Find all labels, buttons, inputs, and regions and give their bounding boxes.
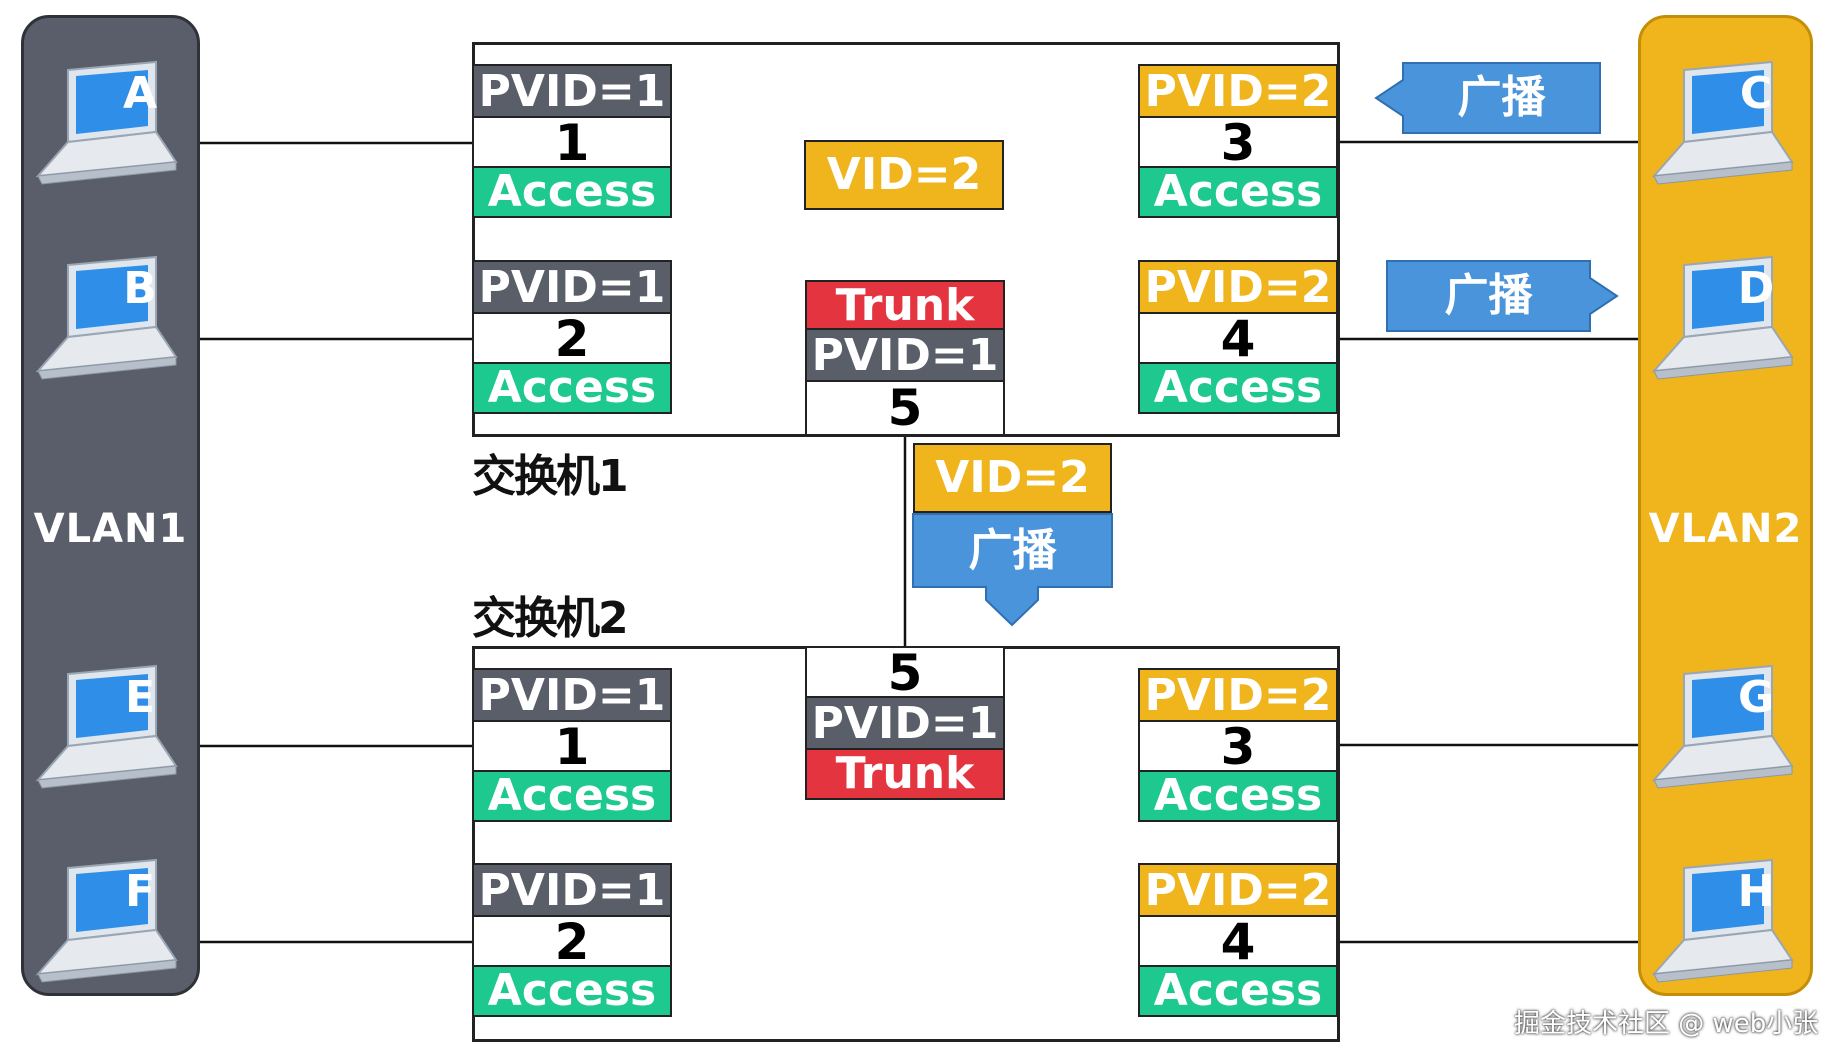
port-number: 5 [807,382,1003,434]
vlan1-label: VLAN1 [33,506,188,552]
laptop-icon [1651,255,1794,380]
broadcast-arrow-down [912,513,1113,627]
host-b: B [35,253,186,383]
switch1-port1: PVID=1 1 Access [472,64,672,218]
vlan2-label: VLAN2 [1648,506,1803,552]
port-mode: Access [1140,772,1336,820]
switch1-port2: PVID=1 2 Access [472,260,672,414]
port-number: 4 [1140,314,1336,364]
broadcast-label-sw1: 广播 [859,76,947,127]
port-mode: Access [1140,168,1336,216]
host-c: C [1651,58,1802,188]
host-label: C [1739,68,1773,119]
broadcast-arrow-from-c [1374,62,1601,134]
vid-tag-sw1: VID=2 [804,140,1004,210]
laptop-icon [35,60,178,185]
port-number: 3 [1140,118,1336,168]
port-number: 1 [474,118,670,168]
host-label: D [1737,263,1775,314]
switch1-label: 交换机1 [472,451,629,502]
switch1-port3: PVID=2 3 Access [1138,64,1338,218]
port-number: 2 [474,314,670,364]
host-label: H [1737,866,1775,917]
host-label: A [122,68,158,119]
port-pvid: PVID=2 [1140,262,1336,314]
switch2-port2: PVID=1 2 Access [472,863,672,1017]
switch2-port3: PVID=2 3 Access [1138,668,1338,822]
host-a: A [35,58,186,188]
port-mode: Trunk [807,282,1003,330]
port-mode: Access [474,967,670,1015]
port-number: 2 [474,917,670,967]
port-pvid: PVID=2 [1140,66,1336,118]
laptop-icon [1651,60,1794,185]
host-h: H [1651,856,1802,986]
switch2-label: 交换机2 [472,593,629,644]
port-mode: Access [474,364,670,412]
laptop-icon [35,664,178,789]
laptop-icon [1651,858,1794,983]
switch1-port5: Trunk PVID=1 5 [805,280,1005,436]
host-label: G [1737,672,1775,723]
port-pvid: PVID=2 [1140,865,1336,917]
switch2-port5: 5 PVID=1 Trunk [805,646,1005,800]
host-d: D [1651,253,1802,383]
host-label: F [124,866,156,917]
host-e: E [35,662,186,792]
port-pvid: PVID=2 [1140,670,1336,722]
port-number: 3 [1140,722,1336,772]
port-pvid: PVID=1 [474,66,670,118]
port-number: 5 [807,648,1003,698]
vid-tag-trunk: VID=2 [913,443,1112,513]
port-mode: Access [1140,967,1336,1015]
watermark: 掘金技术社区 @ web小张 [1514,1009,1819,1039]
port-number: 4 [1140,917,1336,967]
switch1-port4: PVID=2 4 Access [1138,260,1338,414]
port-pvid: PVID=1 [474,262,670,314]
host-label: E [124,672,156,723]
broadcast-label-d: 广播 [1444,270,1533,321]
laptop-icon [1651,664,1794,789]
port-pvid: PVID=1 [474,670,670,722]
port-pvid: PVID=1 [807,330,1003,382]
port-pvid: PVID=1 [474,865,670,917]
broadcast-label-c: 广播 [1457,72,1546,123]
laptop-icon [35,255,178,380]
host-label: B [123,263,157,314]
port-pvid: PVID=1 [807,698,1003,750]
host-g: G [1651,662,1802,792]
laptop-icon [35,858,178,983]
switch2-port4: PVID=2 4 Access [1138,863,1338,1017]
switch2-port1: PVID=1 1 Access [472,668,672,822]
port-mode: Access [1140,364,1336,412]
port-mode: Access [474,772,670,820]
port-mode: Access [474,168,670,216]
broadcast-label-trunk: 广播 [968,525,1057,576]
host-f: F [35,856,186,986]
port-mode: Trunk [807,750,1003,798]
port-number: 1 [474,722,670,772]
broadcast-arrow-to-d [1386,260,1619,332]
